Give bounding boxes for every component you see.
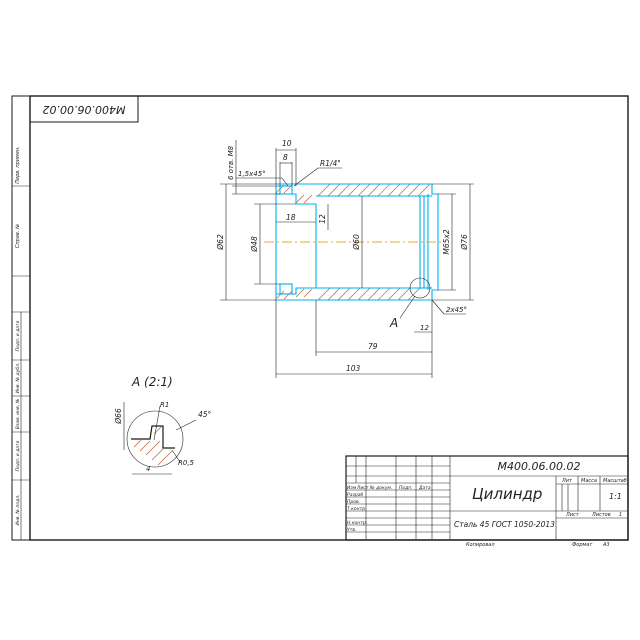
dim-len18: 18: [286, 213, 296, 222]
stamp-list: Лист: [356, 485, 369, 491]
dim-len8: 8: [283, 153, 288, 162]
stamp-prov: Пров.: [347, 499, 360, 505]
detail-circle: [126, 410, 184, 468]
dim-d76: Ø76: [460, 234, 469, 251]
format-value: А3: [602, 542, 610, 548]
label-format: Формат: [572, 542, 593, 548]
stamp-izm: Изм: [347, 485, 357, 491]
side-label-podp2: Подп. и дата: [15, 440, 21, 471]
drawing-material: Сталь 45 ГОСТ 1050-2013: [454, 520, 555, 529]
drawing-title: Цилиндр: [472, 485, 542, 503]
scale-value: 1:1: [609, 492, 622, 501]
stamp-data: Дата: [418, 485, 431, 491]
dim-holes: 6 отв. М8: [227, 145, 235, 180]
dim-len103: 103: [346, 364, 361, 373]
dim-len12v: 12: [318, 214, 327, 224]
detail-r1: R1: [160, 401, 169, 409]
stamp-razrab: Разраб: [347, 492, 363, 498]
dim-d48: Ø48: [250, 236, 259, 253]
dim-d60: Ø60: [352, 234, 361, 251]
drawing-border: [29, 95, 629, 541]
detail-angle45: 45°: [198, 410, 212, 419]
detail-r05: R0,5: [178, 459, 195, 467]
label-sheets: Листов: [591, 512, 611, 518]
sheets-value: 1: [619, 512, 622, 518]
detail-title: А (2:1): [131, 375, 173, 389]
detail-d66: Ø66: [114, 408, 123, 425]
stamp-nkontr: Н.контр.: [347, 520, 367, 526]
view-a-label: А: [389, 316, 398, 330]
dim-d62: Ø62: [216, 234, 225, 251]
dim-len10: 10: [282, 139, 292, 148]
label-copied: Копировал: [466, 542, 495, 548]
dim-chamfer15: 1,5х45°: [238, 170, 266, 178]
hatch-lower-wall: [275, 287, 421, 301]
label-scale: Масштаб: [603, 478, 627, 484]
side-strip: Перв. примен. Справ. № Подп. и дата Инв.…: [12, 146, 30, 540]
stamp-podp: Подп.: [399, 485, 413, 491]
dim-len12: 12: [420, 324, 429, 332]
label-lit: Лит: [561, 478, 573, 484]
side-label-inv-dubl: Инв. № дубл.: [15, 363, 21, 394]
stamp-ndok: № докум.: [369, 485, 392, 491]
dim-m65: М65х2: [442, 229, 451, 254]
code-box-top: [29, 95, 139, 123]
drawing-code: М400.06.00.02: [498, 460, 581, 473]
stamp-utv: Утв.: [347, 527, 356, 533]
detail-a-view: А (2:1) Ø66 R1 45° R0,5 4: [114, 375, 212, 475]
dim-r14: R1/4": [320, 159, 341, 168]
detail-len4: 4: [146, 465, 150, 473]
title-block: Изм Лист № докум. Подп. Дата Разраб Пров…: [345, 455, 629, 548]
hatch-upper-wall: [275, 183, 431, 204]
side-label-vzam: Взам. инв. №: [15, 398, 21, 429]
label-mass: Масса: [581, 478, 597, 484]
dim-len79: 79: [368, 342, 378, 351]
dim-chamfer2: 2х45°: [446, 306, 467, 314]
drawing-code-top: М400.06.00.02: [43, 103, 126, 116]
side-label-podp1: Подп. и дата: [15, 320, 21, 351]
side-label-perv: Перв. примен.: [15, 146, 21, 184]
side-label-sprav: Справ. №: [15, 224, 21, 248]
side-label-inv-podl: Инв. № подл.: [15, 494, 21, 525]
main-section-view: А Ø62 Ø48 Ø60 М65х2 Ø76 6 отв. М8 1,5х45: [216, 139, 474, 378]
label-sheet: Лист: [565, 512, 580, 518]
stamp-tkontr: Т.контр.: [347, 506, 367, 512]
detail-a-marker: [409, 277, 431, 299]
